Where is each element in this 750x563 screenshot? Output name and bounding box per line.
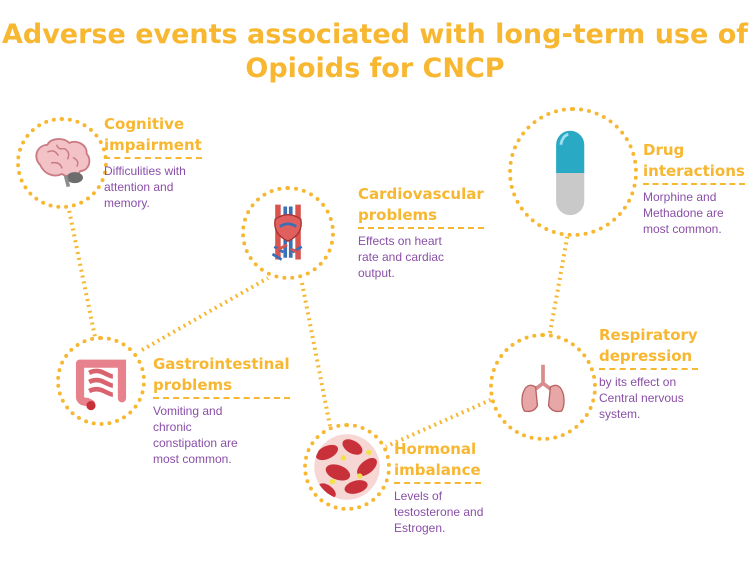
node-hormonal-imbalance: [303, 423, 391, 511]
blood-cells-icon: [314, 434, 380, 500]
lungs-icon: [521, 364, 565, 413]
node-cardiovascular-problems: [241, 186, 335, 280]
heart-icon: [271, 204, 303, 261]
heading-hormonal-imbalance: Hormonal imbalance: [394, 439, 481, 484]
heading-cardiovascular-problems: Cardiovascular problems: [358, 184, 484, 229]
desc-gastrointestinal-problems: Vomiting and chronic constipation are mo…: [153, 404, 238, 466]
desc-drug-interactions: Morphine and Methadone are most common.: [643, 190, 724, 236]
label-hormonal-imbalance: Hormonal imbalance Levels of testosteron…: [394, 439, 483, 536]
desc-cardiovascular-problems: Effects on heart rate and cardiac output…: [358, 234, 445, 280]
intestine-icon: [75, 359, 127, 411]
link-respiratory-drug: [548, 232, 570, 334]
desc-hormonal-imbalance: Levels of testosterone and Estrogen.: [394, 489, 484, 535]
desc-respiratory-depression: by its effect on Central nervous system.: [599, 375, 684, 421]
label-gastrointestinal-problems: Gastrointestinal problems Vomiting and c…: [153, 354, 290, 467]
diagram-title: Adverse events associated with long-term…: [0, 18, 750, 86]
heading-gastrointestinal-problems: Gastrointestinal problems: [153, 354, 290, 399]
label-cognitive-impairment: Cognitive impairment Difficulities with …: [104, 114, 202, 211]
node-respiratory-depression: [489, 333, 597, 441]
heading-drug-interactions: Drug interactions: [643, 140, 745, 185]
capsule-icon: [556, 130, 585, 216]
desc-cognitive-impairment: Difficulities with attention and memory.: [104, 164, 186, 210]
label-respiratory-depression: Respiratory depression by its effect on …: [599, 325, 698, 422]
heading-respiratory-depression: Respiratory depression: [599, 325, 698, 370]
node-cognitive-impairment: [16, 117, 108, 209]
title-line-1: Adverse events associated with long-term…: [1, 19, 749, 50]
node-gastrointestinal-problems: [56, 336, 146, 426]
title-line-2: Opioids for CNCP: [245, 53, 505, 84]
node-drug-interactions: [508, 107, 638, 237]
brain-icon: [35, 138, 91, 188]
label-cardiovascular-problems: Cardiovascular problems Effects on heart…: [358, 184, 484, 281]
link-cardio-hormonal: [300, 282, 332, 427]
link-hormonal-respiratory: [384, 396, 496, 449]
link-gastro-cardio: [141, 276, 269, 352]
link-cognitive-gastro: [66, 204, 97, 338]
heading-cognitive-impairment: Cognitive impairment: [104, 114, 202, 159]
label-drug-interactions: Drug interactions Morphine and Methadone…: [643, 140, 745, 237]
